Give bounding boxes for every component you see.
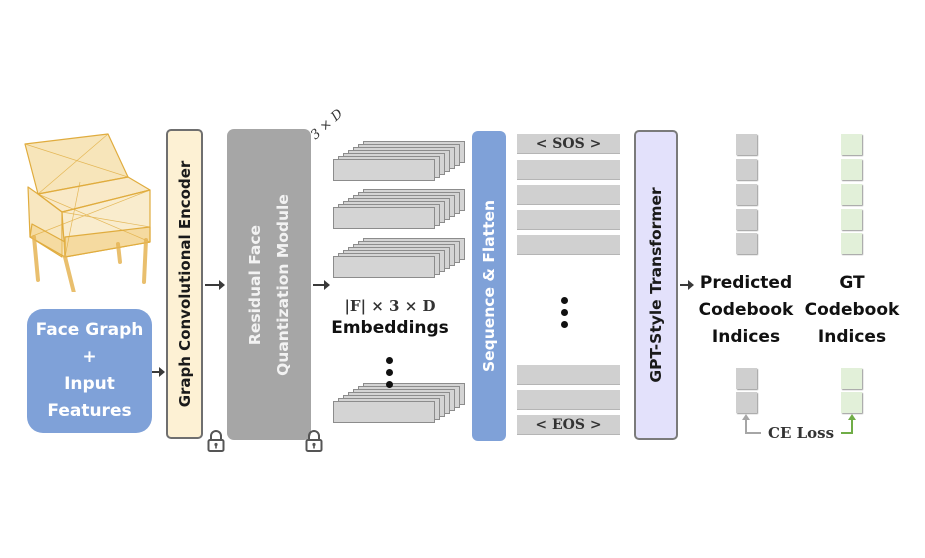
sequence-token <box>517 235 620 255</box>
tokens-ellipsis-icon <box>561 297 569 333</box>
embedding-sheet <box>333 256 435 278</box>
embedding-stack <box>333 383 465 437</box>
transformer-label: GPT-Style Transformer <box>647 187 665 383</box>
input-label: Input <box>64 374 115 394</box>
embedding-stack <box>333 238 465 292</box>
gt-index-cell <box>841 134 862 155</box>
gt-line1: GT <box>839 273 865 293</box>
predicted-indices-label: Predicted Codebook Indices <box>686 270 806 351</box>
quantizer-label-line2: Quantization Module <box>274 193 292 376</box>
arrow-transformer-to-predictions <box>680 280 694 290</box>
pred-loss-arrow <box>742 414 761 434</box>
gt-index-cell <box>841 184 862 205</box>
residual-face-quantization-block: Residual Face Quantization Module <box>227 129 311 440</box>
quantizer-label: Residual Face Quantization Module <box>241 194 297 376</box>
chair-mesh-icon <box>24 133 151 292</box>
embedding-sheet <box>333 159 435 181</box>
arrow-quantizer-to-embeddings <box>313 280 330 290</box>
predicted-index-cell <box>736 368 757 389</box>
eos-token: < EOS > <box>517 415 620 435</box>
graph-convolutional-encoder-block: Graph Convolutional Encoder <box>166 129 203 439</box>
ce-loss-label: CE Loss <box>768 424 835 442</box>
predicted-line1: Predicted <box>699 273 793 293</box>
ce-loss-connectors <box>742 414 856 434</box>
gt-index-cell <box>841 159 862 180</box>
sequence-token <box>517 365 620 385</box>
gt-index-cell <box>841 209 862 230</box>
arrow-input-to-encoder <box>152 367 165 377</box>
sequence-flatten-block: Sequence & Flatten <box>472 131 506 441</box>
predicted-line2: Codebook <box>698 300 794 320</box>
gt-indices-label: GT Codebook Indices <box>792 270 912 351</box>
embeddings-dimension-label: |F| × 3 × D <box>344 297 436 315</box>
gt-index-cell <box>841 392 862 413</box>
gt-line3: Indices <box>817 327 887 347</box>
predicted-index-cell <box>736 184 757 205</box>
sequence-token <box>517 185 620 205</box>
face-graph-label: Face Graph <box>35 320 144 340</box>
sequence-token <box>517 210 620 230</box>
predicted-index-cell <box>736 134 757 155</box>
embedding-sheet <box>333 401 435 423</box>
stack-dimension-label: 3 × D <box>307 106 347 143</box>
embeddings-ellipsis-icon <box>386 357 394 393</box>
embedding-sheet <box>333 207 435 229</box>
encoder-label: Graph Convolutional Encoder <box>175 160 194 408</box>
predicted-index-cell <box>736 233 757 254</box>
sequencer-label: Sequence & Flatten <box>480 199 498 373</box>
arrow-encoder-to-quantizer <box>205 280 225 290</box>
embedding-stack <box>333 189 465 243</box>
sequence-token <box>517 160 620 180</box>
lock-icon <box>207 430 225 452</box>
sos-token: < SOS > <box>517 134 620 154</box>
face-graph-input-block: Face Graph + Input Features <box>27 309 152 433</box>
quantizer-label-line1: Residual Face <box>246 224 264 345</box>
plus-label: + <box>82 347 97 367</box>
embedding-stack <box>333 141 465 195</box>
sequence-token <box>517 390 620 410</box>
predicted-index-cell <box>736 392 757 413</box>
embeddings-label: Embeddings <box>331 318 449 338</box>
gt-line2: Codebook <box>804 300 900 320</box>
predicted-index-cell <box>736 209 757 230</box>
gpt-transformer-block: GPT-Style Transformer <box>634 130 678 440</box>
predicted-index-cell <box>736 159 757 180</box>
lock-icon <box>305 430 323 452</box>
predicted-line3: Indices <box>711 327 781 347</box>
gt-index-cell <box>841 368 862 389</box>
gt-loss-arrow <box>841 414 856 434</box>
gt-index-cell <box>841 233 862 254</box>
features-label: Features <box>47 401 132 421</box>
